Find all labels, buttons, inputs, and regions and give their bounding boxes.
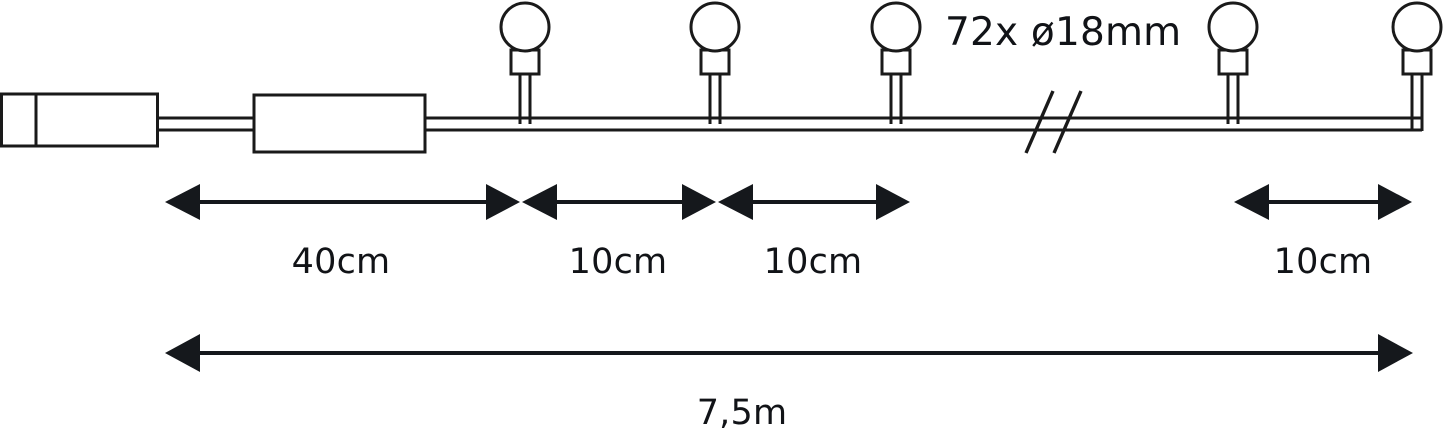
bulb-socket bbox=[699, 48, 731, 76]
dim-arrowhead-right bbox=[486, 184, 520, 220]
dimension-bulb-spacing-2: 10cm bbox=[718, 184, 910, 282]
bulb-socket bbox=[1217, 48, 1249, 76]
dimension-first-spacing: 40cm bbox=[165, 184, 520, 282]
bulb bbox=[1207, 1, 1259, 124]
total-length-label: 7,5m bbox=[697, 393, 788, 433]
break-slash-1 bbox=[1024, 90, 1055, 154]
bulb-globe bbox=[1207, 1, 1259, 53]
bulb-globe bbox=[689, 1, 741, 53]
bulb-socket bbox=[509, 48, 541, 76]
plug-body bbox=[0, 92, 159, 148]
bulb-spec-label: 72x ø18mm bbox=[945, 10, 1181, 55]
bulb-socket bbox=[880, 48, 912, 76]
dimension-bulb-spacing-3: 10cm bbox=[1234, 184, 1412, 282]
bulb-globe bbox=[499, 1, 551, 53]
transformer-box bbox=[252, 93, 427, 154]
dim-arrowhead-right bbox=[1378, 334, 1413, 372]
bulb bbox=[1391, 1, 1443, 131]
dimension-label: 10cm bbox=[764, 242, 863, 282]
break-slash-2 bbox=[1052, 90, 1083, 154]
dimension-bulb-spacing-1: 10cm bbox=[522, 184, 716, 282]
dim-arrowhead-left bbox=[165, 184, 200, 220]
dim-arrowhead-right bbox=[1378, 184, 1412, 220]
cable bbox=[158, 116, 1422, 132]
dimension-label: 10cm bbox=[1274, 242, 1373, 282]
bulb bbox=[689, 1, 741, 124]
dim-arrowhead-right bbox=[876, 184, 910, 220]
dimension-label: 10cm bbox=[569, 242, 668, 282]
dimension-total-length: 7,5m bbox=[165, 334, 1413, 433]
bulb-globe bbox=[870, 1, 922, 53]
dim-arrowhead-right bbox=[682, 184, 716, 220]
dim-arrowhead-left bbox=[165, 334, 200, 372]
dim-arrowhead-left bbox=[1234, 184, 1269, 220]
bulb-socket bbox=[1401, 48, 1433, 76]
bulb bbox=[870, 1, 922, 124]
bulb-globe bbox=[1391, 1, 1443, 53]
dim-arrowhead-left bbox=[522, 184, 557, 220]
dimension-label: 40cm bbox=[292, 242, 391, 282]
transformer-body bbox=[252, 93, 427, 154]
dim-arrowhead-left bbox=[718, 184, 753, 220]
bulb bbox=[499, 1, 551, 124]
break-symbol bbox=[1022, 90, 1083, 154]
mains-plug bbox=[0, 92, 159, 148]
